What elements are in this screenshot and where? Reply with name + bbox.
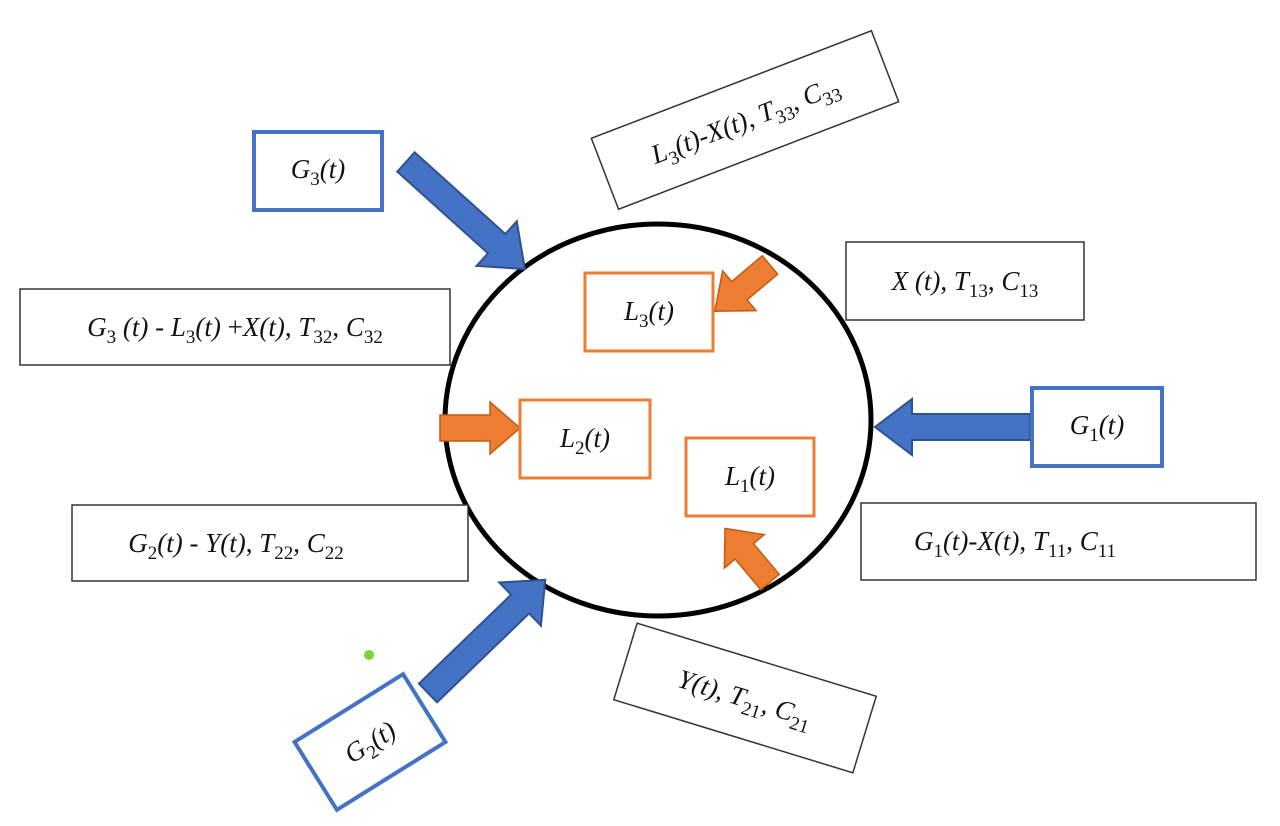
label-subscript: 32 (313, 327, 332, 348)
label-part: (t) (915, 266, 940, 296)
flow-label-x: X (t), T13, C13 (891, 266, 1039, 302)
label-subscript: 3 (310, 169, 320, 190)
label-part: L (623, 296, 639, 326)
label-subscript: 32 (364, 327, 383, 348)
label-subscript: 2 (148, 543, 158, 564)
label-part: C (307, 528, 326, 558)
inner-box-l3: L3(t) (583, 271, 715, 353)
flow-box-g2y: G2(t) - Y(t), T22, C22 (71, 504, 469, 582)
label-part: (t) (123, 312, 148, 342)
flow-box-y: Y(t), T21, C21 (612, 622, 878, 774)
source-box-g2: G2(t) (291, 671, 449, 813)
label-part (116, 312, 123, 342)
label-subscript: 3 (186, 327, 196, 348)
label-subscript: 11 (1098, 541, 1116, 562)
label-part: (t) (1099, 410, 1124, 440)
source-box-g1: G1(t) (1030, 386, 1164, 468)
label-part: T (1033, 526, 1050, 556)
label-part: - (183, 528, 206, 558)
label-part: , (940, 266, 954, 296)
label-part: G (87, 312, 107, 342)
label-subscript: 1 (740, 476, 750, 497)
flow-box-x: X (t), T13, C13 (845, 241, 1085, 321)
label-part: - (968, 526, 977, 556)
label-subscript: 1 (1089, 425, 1099, 446)
label-subscript: 1 (933, 541, 943, 562)
source-box-g3: G3(t) (252, 130, 384, 212)
label-part: , (988, 266, 1002, 296)
flow-box-g3l3x: G3 (t) - L3(t) +X(t), T32, C32 (19, 288, 451, 366)
label-part: , (293, 528, 307, 558)
label-part: G (128, 528, 148, 558)
stray-green-dot (364, 650, 374, 660)
label-subscript: 13 (1019, 281, 1038, 302)
arrow-g1-to-center (873, 396, 1031, 458)
arrow-g2-to-center (417, 578, 547, 704)
label-part: T (954, 266, 971, 296)
label-part: L (724, 461, 740, 491)
inner-label-l2: L2(t) (559, 423, 610, 459)
flow-label-g2y: G2(t) - Y(t), T22, C22 (128, 528, 344, 564)
arrow-g3-to-center (395, 150, 527, 271)
label-part: Y (205, 528, 223, 558)
label-part: , (285, 312, 299, 342)
label-part: X (242, 312, 261, 342)
label-part (908, 266, 915, 296)
inner-label-l1: L1(t) (724, 461, 775, 497)
source-label-g1: G1(t) (1070, 410, 1124, 446)
label-subscript: 11 (1048, 541, 1066, 562)
flow-label-y: Y(t), T21, C21 (673, 663, 816, 738)
label-part: , (1019, 526, 1033, 556)
label-part: (t) (259, 312, 284, 342)
label-part: C (346, 312, 365, 342)
label-part: G (914, 526, 934, 556)
label-part: (t) (157, 528, 182, 558)
flow-box-l3x: L3(t)-X(t), T33, C33 (590, 29, 900, 211)
label-subscript: 3 (107, 327, 117, 348)
label-part: (t) (585, 423, 610, 453)
label-part: (t) (220, 528, 245, 558)
label-part: , (246, 528, 260, 558)
label-part: G (1070, 410, 1090, 440)
label-part: (t) (320, 154, 345, 184)
inner-box-l2: L2(t) (518, 398, 652, 480)
label-part: + (221, 312, 243, 342)
inner-label-l3: L3(t) (623, 296, 674, 332)
label-part: T (259, 528, 276, 558)
label-subscript: 13 (969, 281, 988, 302)
flow-label-g1x: G1(t)-X(t), T11, C11 (914, 526, 1116, 562)
label-part: C (1001, 266, 1020, 296)
label-subscript: 3 (639, 311, 649, 332)
label-subscript: 22 (274, 543, 293, 564)
label-part: , (332, 312, 346, 342)
inner-box-l1: L1(t) (684, 436, 816, 518)
label-part: L (170, 312, 186, 342)
label-part: X (976, 526, 995, 556)
label-part: C (1080, 526, 1099, 556)
source-label-g2: G2(t) (339, 715, 404, 774)
label-part: , (1066, 526, 1080, 556)
flow-box-g1x: G1(t)-X(t), T11, C11 (860, 502, 1257, 581)
label-part: (t) (750, 461, 775, 491)
label-part: T (298, 312, 315, 342)
label-part: (t) (195, 312, 220, 342)
label-part: G (291, 154, 311, 184)
label-part: - (148, 312, 171, 342)
label-part: X (891, 266, 910, 296)
label-part: (t) (994, 526, 1019, 556)
source-label-g3: G3(t) (291, 154, 345, 190)
arrow-to-l2 (439, 400, 522, 456)
arrow-to-l3 (713, 254, 779, 313)
flow-label-g3l3x: G3 (t) - L3(t) +X(t), T32, C32 (87, 312, 383, 348)
label-subscript: 2 (575, 438, 585, 459)
arrow-to-l1 (723, 527, 781, 591)
label-part: L (559, 423, 575, 453)
label-part: (t) (649, 296, 674, 326)
label-part: (t) (943, 526, 968, 556)
label-subscript: 22 (325, 543, 344, 564)
